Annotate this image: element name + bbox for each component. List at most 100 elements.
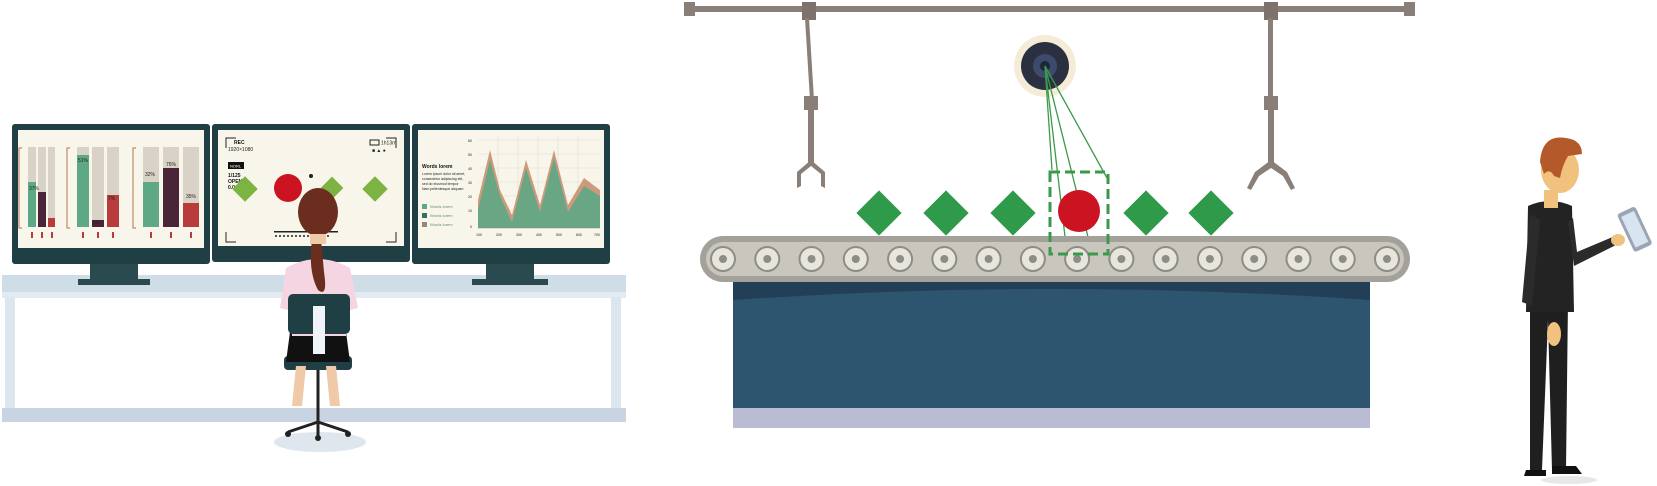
bar-green <box>28 182 36 227</box>
belt-rollers <box>710 246 1400 272</box>
svg-text:100: 100 <box>476 233 482 237</box>
monitor-right-screen <box>418 130 604 248</box>
svg-text:10: 10 <box>468 209 472 213</box>
technician-standing <box>1522 137 1652 484</box>
bar-value-label: 7% <box>108 196 116 202</box>
belt-roller-hub <box>984 255 993 263</box>
product-ok <box>1188 190 1234 236</box>
monitor-left-stand <box>90 262 138 282</box>
svg-text:sed do eiusmod tempor: sed do eiusmod tempor <box>422 182 459 186</box>
legend-item: Words lorem <box>430 222 453 227</box>
product-ok <box>856 190 902 236</box>
svg-text:200: 200 <box>496 233 502 237</box>
svg-text:400: 400 <box>536 233 542 237</box>
bar-value-label: 6% <box>93 220 101 226</box>
technician-arm-right <box>1568 218 1618 266</box>
desk-leg-left <box>5 297 15 422</box>
belt-roller-hub <box>1117 255 1126 263</box>
legend-item: Words lorem <box>430 213 453 218</box>
svg-text:300: 300 <box>516 233 522 237</box>
battery-readout: 1h13m <box>381 141 396 147</box>
conveyor-products <box>856 170 1234 256</box>
belt-roller-hub <box>1250 255 1259 263</box>
belt-roller-hub <box>1294 255 1303 263</box>
svg-text:Lorem ipsum dolor sit amet,: Lorem ipsum dolor sit amet, <box>422 172 465 176</box>
belt-roller-hub <box>1338 255 1347 263</box>
battery-icon <box>369 139 380 146</box>
product-ok <box>990 190 1036 236</box>
bar-value-label: 32% <box>145 172 156 178</box>
rec-label: REC <box>234 140 245 146</box>
monitor-center: REC 1920×1080 NORL 1/125 OPEN 0.0 1h13m … <box>212 124 410 262</box>
screen-product-ok <box>362 176 388 202</box>
svg-text:500: 500 <box>556 233 562 237</box>
chair-shadow <box>274 432 366 452</box>
product-defect <box>1058 190 1100 232</box>
product-ok <box>923 190 969 236</box>
robot-arm-right <box>1247 2 1295 190</box>
bar-value-label: 51% <box>78 158 89 164</box>
bar-red <box>183 203 199 227</box>
bar-green <box>77 155 89 227</box>
chair-base <box>287 368 349 436</box>
svg-text:consectetur adipiscing elit,: consectetur adipiscing elit, <box>422 177 463 181</box>
bar-value-label: 37% <box>29 186 40 192</box>
belt-roller-hub <box>1205 255 1214 263</box>
screen-product-defect <box>274 174 302 202</box>
operator-head <box>298 188 338 236</box>
product-ok <box>1123 190 1169 236</box>
desk-leg-right <box>611 297 621 422</box>
svg-text:700: 700 <box>594 233 600 237</box>
belt-roller-hub <box>851 255 860 263</box>
bar-red <box>48 218 55 227</box>
overhead-rail <box>684 2 1415 16</box>
belt-roller-hub <box>896 255 905 263</box>
monitor-left: 37% 6% 51% 7% 32% 76% 35% <box>12 124 210 285</box>
bar-purple <box>38 192 46 227</box>
bar-value-label: 35% <box>186 194 197 200</box>
rail-bar <box>690 6 1410 12</box>
belt-roller-hub <box>1383 255 1391 263</box>
bar-green <box>143 182 159 227</box>
belt-roller-hub <box>940 255 949 263</box>
chair-post <box>313 306 325 354</box>
operator-legs <box>292 366 340 406</box>
bar-red <box>107 195 119 227</box>
machine-body <box>733 276 1370 408</box>
svg-text:20: 20 <box>468 195 472 199</box>
resolution-label: 1920×1080 <box>228 147 253 153</box>
shutter-readout: 1/125 <box>228 173 241 179</box>
aperture-readout: OPEN <box>228 179 243 185</box>
svg-text:600: 600 <box>576 233 582 237</box>
defect-highlight-box <box>1048 170 1110 256</box>
belt-roller-hub <box>1073 255 1082 263</box>
mode-badge <box>228 162 244 169</box>
svg-text:50: 50 <box>468 153 472 157</box>
bar-purple <box>92 220 104 227</box>
monitor-right: Words lorem Lorem ipsum dolor sit amet, … <box>412 124 610 285</box>
bar-chart: 37% 6% 51% 7% 32% 76% 35% <box>18 147 199 238</box>
svg-text:NORL: NORL <box>230 164 242 169</box>
area-series-front <box>478 158 600 228</box>
belt-roller-hub <box>1161 255 1170 263</box>
record-dot <box>309 174 313 178</box>
bar-purple <box>163 168 179 227</box>
panel-title: Words lorem <box>422 164 453 170</box>
area-chart: 60 50 40 30 20 10 0 100 200 300 400 500 … <box>468 136 600 237</box>
desk-bottom-bar <box>2 408 626 422</box>
svg-text:Nam pellentesque aliquam: Nam pellentesque aliquam <box>422 187 464 191</box>
status-icons: ■ ▲ ● <box>372 148 386 154</box>
svg-text:40: 40 <box>468 167 472 171</box>
area-series-back <box>478 150 600 228</box>
technician-arm-left <box>1522 214 1540 306</box>
svg-text:60: 60 <box>468 139 472 143</box>
monitor-right-stand <box>486 262 534 282</box>
belt-roller-hub <box>719 255 727 263</box>
technician-legs <box>1530 300 1568 470</box>
belt-roller-hub <box>763 255 772 263</box>
svg-text:0: 0 <box>470 225 472 229</box>
tablet-icon <box>1617 207 1652 252</box>
conveyor-machine <box>700 236 1410 428</box>
robot-arm-left <box>797 2 825 188</box>
